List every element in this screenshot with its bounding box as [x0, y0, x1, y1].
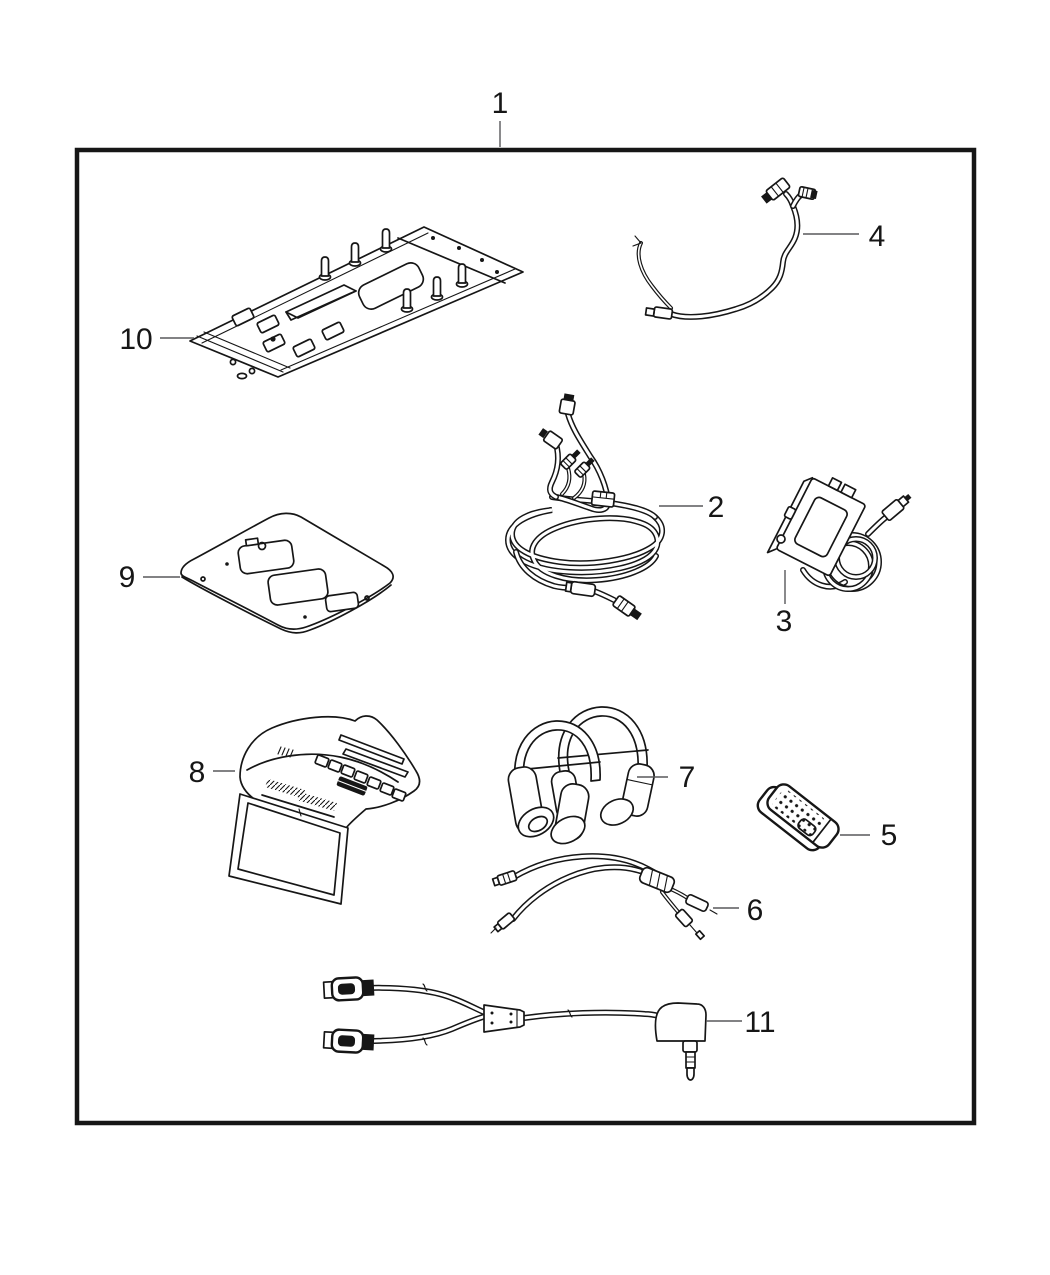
part-y-splitter-cable — [322, 976, 707, 1081]
cable-plug-lower-left — [493, 912, 516, 933]
part-mounting-bracket — [189, 226, 524, 380]
speaker-grille-right — [297, 792, 337, 811]
part-mounting-bezel — [180, 512, 394, 634]
module-window — [794, 496, 848, 558]
rca-plug-2 — [574, 457, 595, 478]
callout-8: 8 — [189, 756, 206, 789]
cable-barrel-end — [685, 893, 709, 913]
part-overhead-monitor — [228, 715, 421, 905]
harness-end-plug — [644, 306, 674, 320]
part-remote-control — [756, 783, 840, 852]
cable-plug-upper-left — [491, 870, 518, 887]
part-av-jumper-cable — [490, 856, 718, 941]
y-barrel-upper — [322, 976, 375, 1002]
callout-5: 5 — [881, 819, 898, 852]
part-av-wiring-harness — [508, 393, 662, 621]
right-angle-plug — [654, 1002, 707, 1081]
monitor-connector-strip — [336, 776, 368, 796]
callout-2: 2 — [708, 491, 725, 524]
rca-plug-1 — [560, 449, 581, 470]
y-junction — [483, 1004, 525, 1033]
callout-4: 4 — [869, 220, 886, 253]
cable-jack-end — [674, 908, 694, 928]
monitor-buttons — [314, 754, 407, 802]
part-headphones — [507, 706, 655, 845]
callouts: 1 2 3 4 5 6 7 8 9 10 11 — [119, 87, 898, 1039]
callout-3: 3 — [776, 605, 793, 638]
callout-9: 9 — [119, 561, 136, 594]
callout-7: 7 — [679, 761, 696, 794]
callout-10: 10 — [119, 323, 152, 356]
callout-1: 1 — [492, 87, 509, 120]
y-barrel-lower — [322, 1028, 375, 1054]
inline-clip-connector — [590, 490, 616, 508]
speaker-grille-left — [265, 779, 305, 798]
callout-11: 11 — [744, 1006, 775, 1039]
harness-side-plug — [538, 428, 564, 450]
harness-connector-left — [761, 177, 791, 204]
part-jumper-harness — [632, 177, 818, 320]
inline-barrel-connector — [564, 580, 597, 598]
headphone-back — [550, 706, 655, 826]
cable-wrap — [638, 866, 676, 894]
callout-6: 6 — [747, 894, 764, 927]
harness-end-plug-dark — [612, 595, 642, 621]
harness-connector-right — [797, 185, 818, 201]
kit-boundary-box — [74, 147, 977, 1126]
harness-top-connector — [558, 393, 576, 416]
bracket-studs — [318, 228, 469, 313]
part-module — [766, 476, 912, 589]
headphone-front — [507, 720, 601, 845]
module-power-plug — [881, 493, 912, 522]
